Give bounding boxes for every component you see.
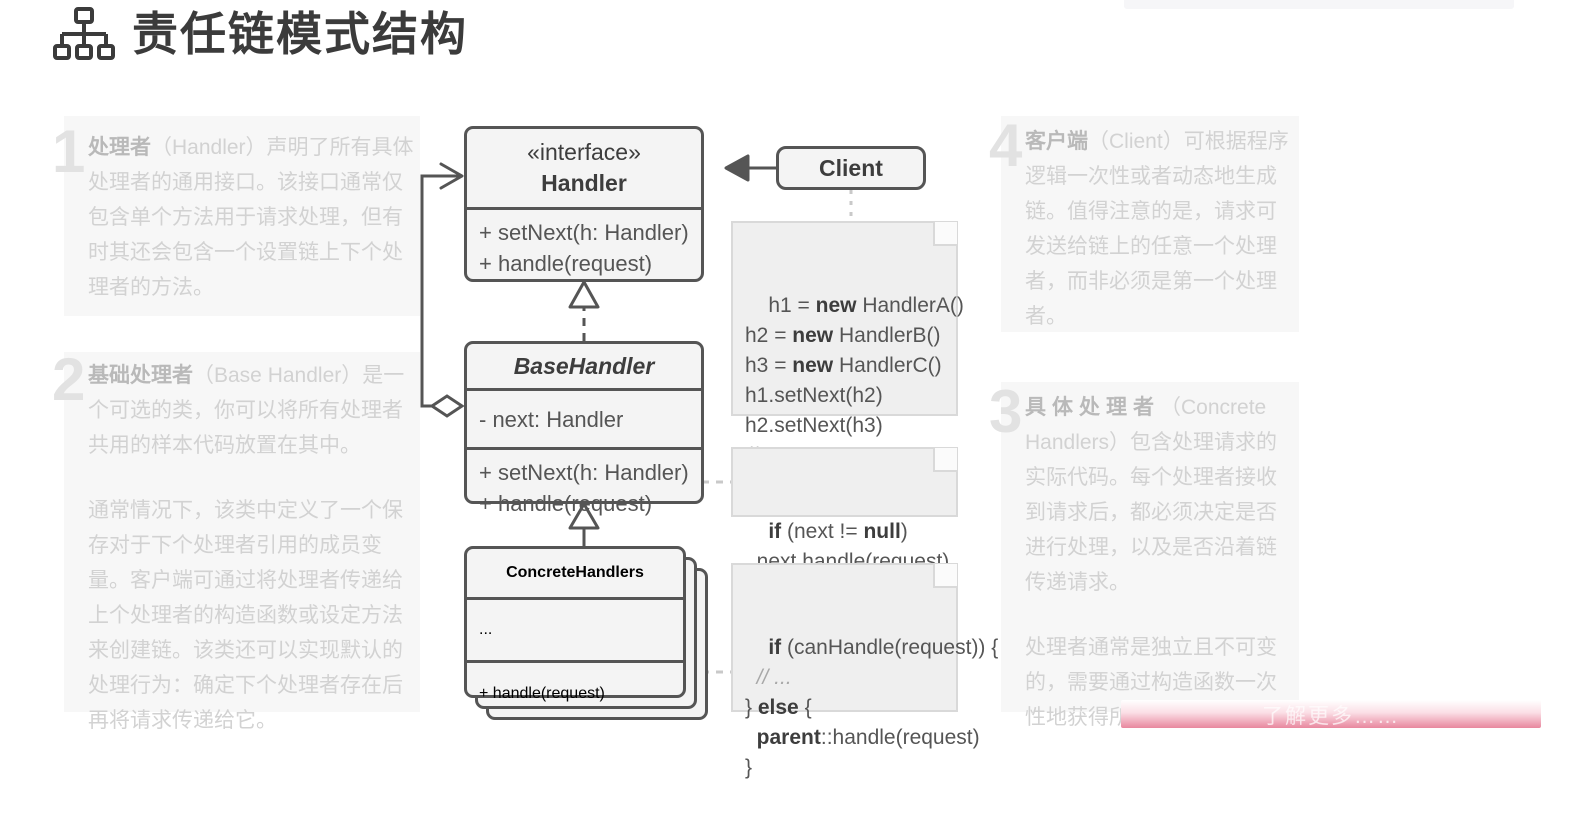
panel-note-1	[64, 116, 420, 316]
panel-note-2	[64, 352, 420, 712]
handler-method-handle: + handle(request)	[479, 251, 653, 276]
concretehandlers-method-handle: + handle(request)	[479, 685, 605, 702]
note-fold-corner	[933, 222, 957, 246]
handler-header: «interface» Handler	[467, 129, 701, 207]
note-fold-corner	[933, 448, 957, 472]
concretehandlers-attributes: ...	[467, 597, 683, 660]
block-body-1: 处理者（Handler）声明了所有具体处理者的通用接口。该接口通常仅包含单个方法…	[88, 136, 414, 299]
block-number-2: 2	[52, 346, 86, 413]
block-number-3: 3	[989, 378, 1023, 445]
learn-more-banner-label: 了解更多……	[1262, 705, 1400, 728]
top-accent-strip	[1124, 0, 1514, 9]
aggregation-diamond	[429, 394, 465, 418]
uml-class-concretehandlers[interactable]: ConcreteHandlers ... + handle(request)	[464, 546, 710, 720]
basehandler-header: BaseHandler	[467, 344, 701, 388]
page-title-row: 责任链模式结构	[52, 6, 468, 62]
concretehandlers-layer-front: ConcreteHandlers ... + handle(request)	[464, 546, 686, 702]
concretehandlers-methods: + handle(request)	[467, 660, 683, 725]
basehandler-attributes: - next: Handler	[467, 388, 701, 447]
code-note-next: if (next != null) next.handle(request)	[731, 447, 958, 573]
code-note-concrete-text: if (canHandle(request)) { // ... } else …	[745, 636, 999, 779]
description-block-4: 4 客户端（Client）可根据程序逻辑一次性或者动态地生成链。值得注意的是，请…	[989, 116, 1289, 334]
basehandler-method-handle: + handle(request)	[479, 491, 653, 516]
description-block-2: 2 基础处理者（Base Handler）是一个可选的类，你可以将所有处理者共用…	[52, 350, 418, 738]
client-handler-arrowhead	[724, 154, 750, 182]
handler-name: Handler	[541, 170, 627, 196]
basehandler-attr-next: - next: Handler	[479, 406, 624, 432]
page-title: 责任链模式结构	[132, 8, 468, 60]
description-block-3: 3 具体处理者（Concrete Handlers）包含处理请求的实际代码。每个…	[989, 382, 1289, 735]
basehandler-method-setnext: + setNext(h: Handler)	[479, 460, 689, 485]
block-number-4: 4	[989, 112, 1023, 179]
aggregation-line	[420, 174, 460, 408]
uml-class-client[interactable]: Client	[776, 146, 926, 190]
concretehandlers-attr-ellipsis: ...	[479, 621, 493, 638]
code-note-client: h1 = new HandlerA() h2 = new HandlerB() …	[731, 221, 964, 497]
uml-class-handler[interactable]: «interface» Handler + setNext(h: Handler…	[464, 126, 704, 282]
block-number-1: 1	[52, 118, 86, 185]
code-note-concrete: if (canHandle(request)) { // ... } else …	[731, 563, 998, 779]
uml-class-basehandler[interactable]: BaseHandler - next: Handler + setNext(h:…	[464, 341, 704, 516]
panel-note-3	[1001, 382, 1299, 712]
concretehandlers-header: ConcreteHandlers	[467, 549, 683, 597]
learn-more-banner[interactable]	[1121, 700, 1541, 728]
basehandler-methods: + setNext(h: Handler) + handle(request)	[467, 447, 701, 526]
slide-canvas: 责任链模式结构 1 处理者（Handler）声明了所有具体处理者的通用接口。该接…	[52, 0, 1541, 779]
note-fold-corner	[933, 564, 957, 588]
handler-methods: + setNext(h: Handler) + handle(request)	[467, 207, 701, 286]
panel-note-4	[1001, 116, 1299, 332]
block-body-4: 客户端（Client）可根据程序逻辑一次性或者动态地生成链。值得注意的是，请求可…	[1025, 130, 1289, 328]
org-chart-icon	[53, 7, 115, 60]
block-body-3: 具体处理者（Concrete Handlers）包含处理请求的实际代码。每个处理…	[1025, 396, 1278, 729]
handler-method-setnext: + setNext(h: Handler)	[479, 220, 689, 245]
aggregation-arrowhead	[439, 162, 464, 190]
client-name: Client	[819, 154, 883, 181]
description-block-1: 1 处理者（Handler）声明了所有具体处理者的通用接口。该接口通常仅包含单个…	[52, 122, 418, 305]
block-body-2: 基础处理者（Base Handler）是一个可选的类，你可以将所有处理者共用的样…	[88, 364, 405, 732]
basehandler-name: BaseHandler	[513, 352, 655, 379]
concretehandlers-name: ConcreteHandlers	[506, 564, 644, 581]
handler-stereotype: «interface»	[527, 139, 641, 165]
